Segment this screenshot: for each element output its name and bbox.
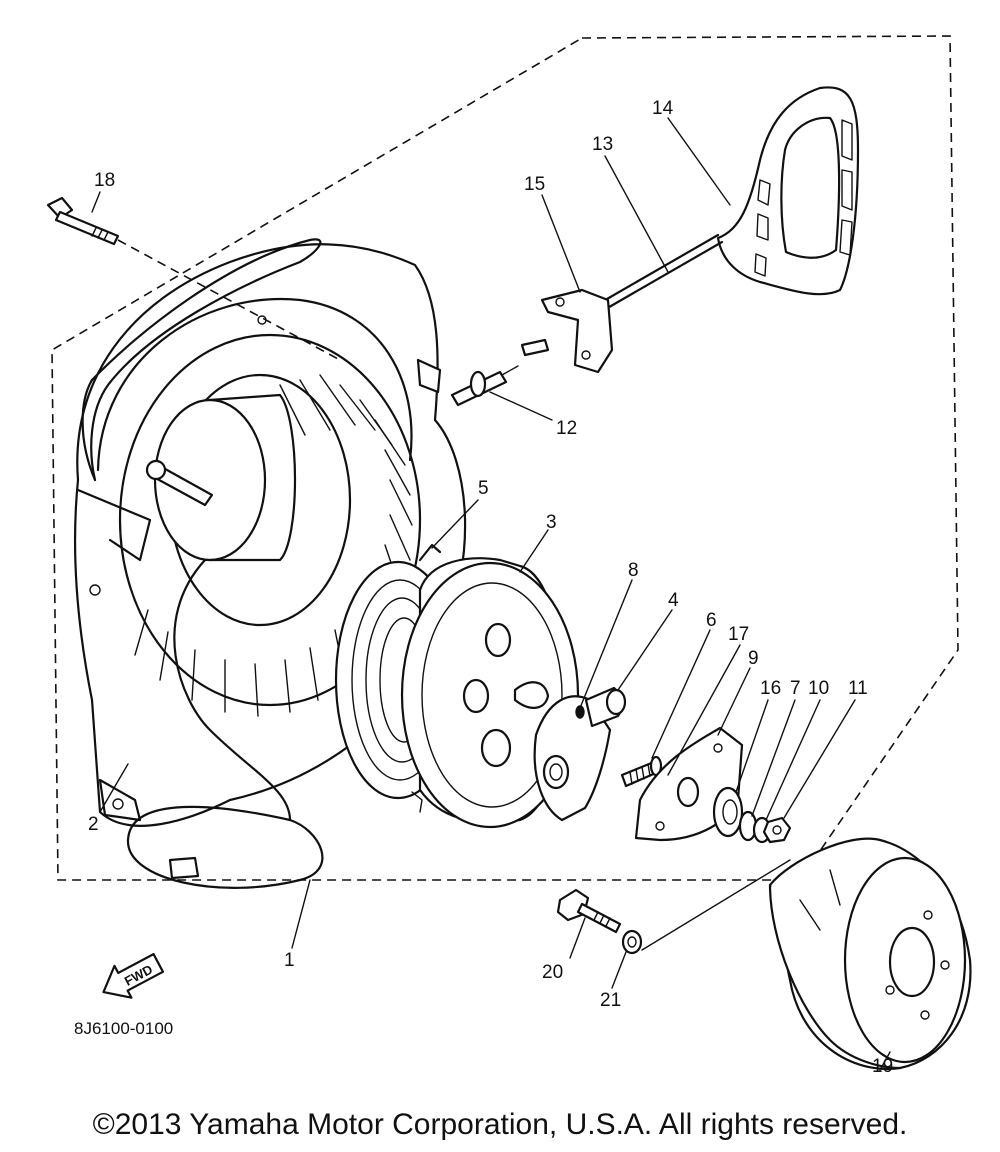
part-label-4: 4 — [668, 590, 679, 611]
fwd-arrow-icon: FWD — [102, 953, 165, 999]
washer-16 — [712, 786, 744, 838]
part-label-8: 8 — [628, 560, 639, 581]
starter-cord-loop — [90, 238, 322, 482]
rope-13 — [602, 240, 724, 312]
nut-11 — [762, 816, 792, 844]
cover-19 — [768, 837, 972, 1070]
part-label-20: 20 — [542, 962, 563, 983]
part-label-5: 5 — [478, 478, 489, 499]
part-label-15: 15 — [524, 174, 545, 195]
part-label-6: 6 — [706, 610, 717, 631]
grip-handle-14 — [716, 86, 860, 296]
part-label-10: 10 — [808, 678, 829, 699]
washer-21 — [621, 929, 643, 955]
part-label-21: 21 — [600, 990, 621, 1011]
bolt-6 — [620, 755, 663, 788]
stop-wire — [173, 558, 292, 822]
part-label-17: 17 — [728, 624, 749, 645]
part-label-14: 14 — [652, 98, 674, 119]
rope-guide-15 — [540, 288, 614, 374]
part-label-3: 3 — [546, 512, 557, 533]
part-label-18: 18 — [94, 170, 115, 191]
ratchet-4 — [533, 695, 612, 822]
part-label-2: 2 — [88, 814, 99, 835]
part-label-12: 12 — [556, 418, 577, 439]
part-label-19: 19 — [872, 1056, 893, 1077]
part-label-16: 16 — [760, 678, 781, 699]
bolt-20 — [556, 888, 622, 934]
spring-8 — [575, 686, 627, 728]
stopper-12 — [450, 365, 519, 407]
part-label-1: 1 — [284, 950, 295, 971]
leader-lines — [91, 117, 891, 1071]
bolt-18 — [46, 196, 120, 246]
part-label-13: 13 — [592, 134, 613, 155]
part-label-11: 11 — [848, 678, 868, 699]
part-label-7: 7 — [790, 678, 801, 699]
drawing-code: 8J6100-0100 — [74, 1019, 173, 1038]
part-label-9: 9 — [748, 648, 759, 669]
copyright-notice: ©2013 Yamaha Motor Corporation, U.S.A. A… — [92, 1108, 908, 1141]
